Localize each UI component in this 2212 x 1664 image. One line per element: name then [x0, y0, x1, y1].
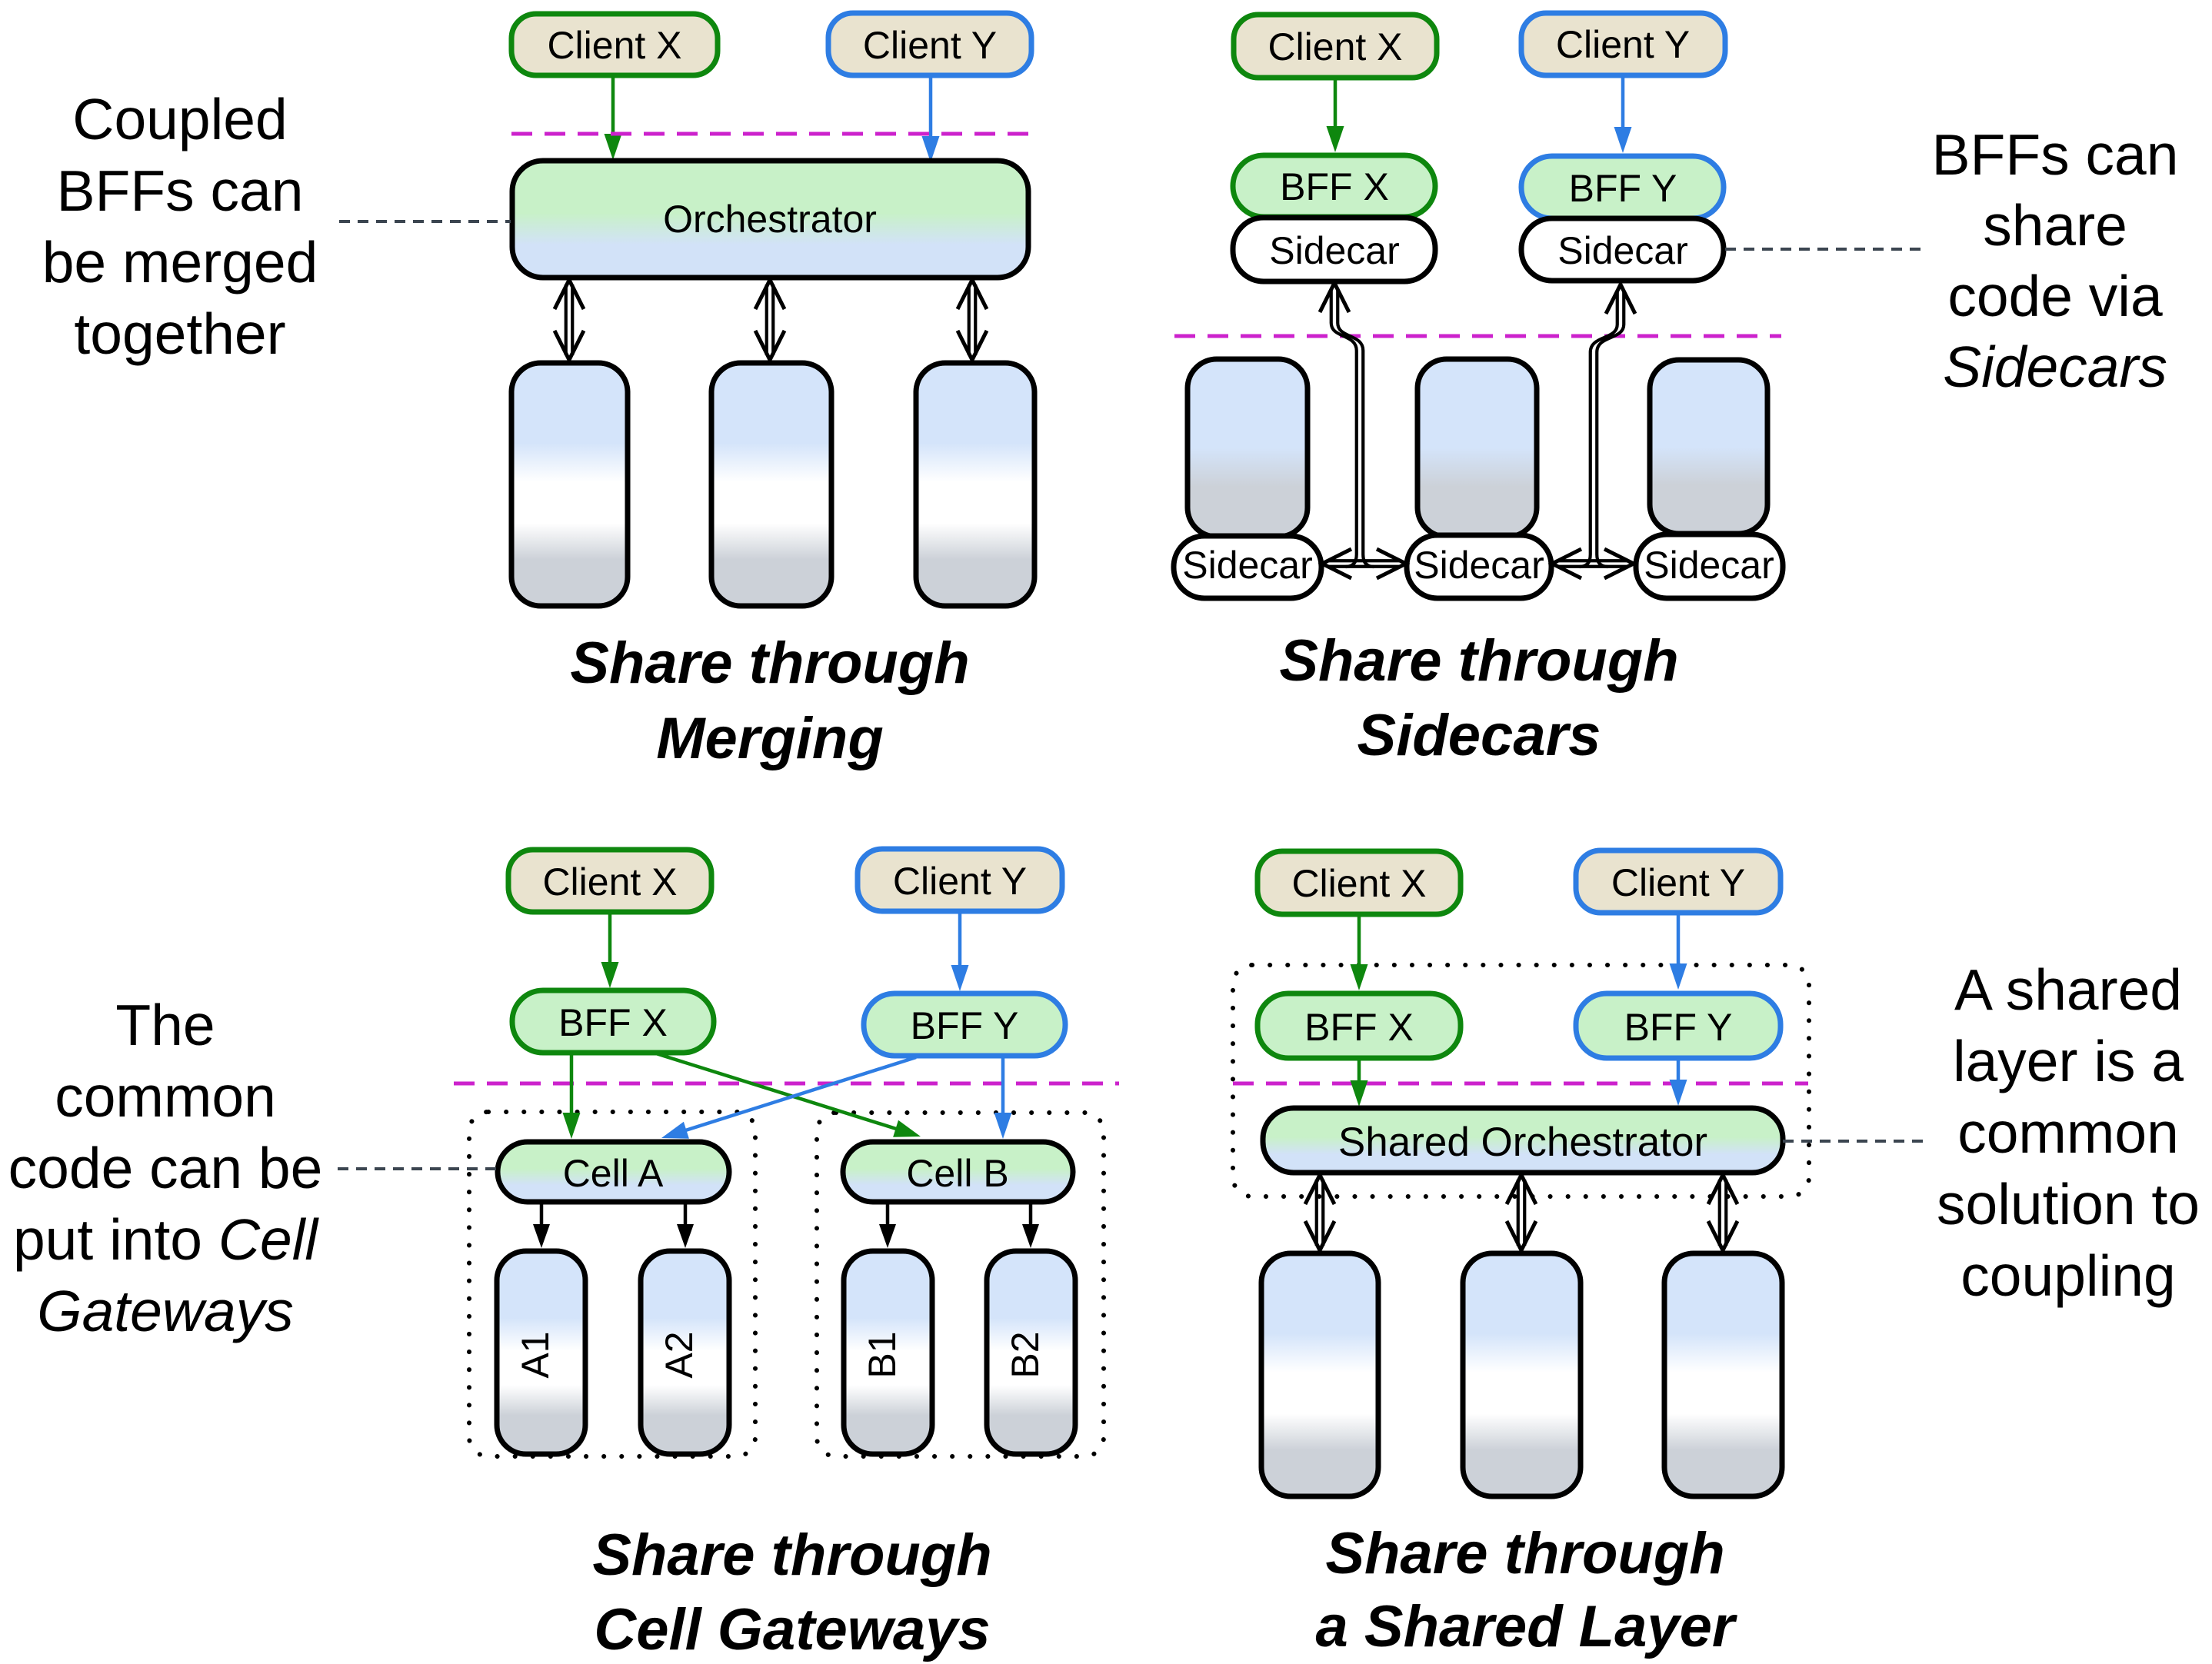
- svg-text:Sidecars: Sidecars: [1943, 334, 2167, 399]
- svg-text:BFF X: BFF X: [1304, 1006, 1414, 1049]
- svg-text:Coupled: Coupled: [72, 87, 287, 151]
- svg-text:Client Y: Client Y: [1611, 861, 1745, 904]
- svg-text:Sidecar: Sidecar: [1557, 229, 1688, 272]
- svg-text:common: common: [1957, 1100, 2179, 1165]
- svg-text:Cell A: Cell A: [563, 1152, 664, 1195]
- svg-text:Share through: Share through: [1279, 628, 1678, 694]
- svg-text:BFF Y: BFF Y: [911, 1004, 1019, 1047]
- svg-text:put into Cell: put into Cell: [13, 1207, 319, 1272]
- svg-text:Client X: Client X: [1268, 25, 1402, 68]
- svg-text:Share through: Share through: [1325, 1521, 1724, 1586]
- svg-text:Merging: Merging: [656, 706, 884, 771]
- svg-text:Cell Gateways: Cell Gateways: [594, 1597, 990, 1662]
- svg-text:BFF X: BFF X: [558, 1001, 668, 1044]
- svg-text:be merged: be merged: [42, 230, 318, 295]
- svg-text:coupling: coupling: [1960, 1243, 2175, 1308]
- svg-text:B1: B1: [861, 1331, 904, 1378]
- svg-text:B2: B2: [1004, 1331, 1047, 1378]
- svg-text:layer is a: layer is a: [1953, 1029, 2184, 1093]
- svg-text:Sidecar: Sidecar: [1414, 544, 1544, 587]
- svg-text:Sidecar: Sidecar: [1644, 544, 1774, 587]
- svg-text:a Shared Layer: a Shared Layer: [1316, 1594, 1738, 1659]
- svg-text:Cell B: Cell B: [906, 1152, 1008, 1195]
- svg-text:Client Y: Client Y: [1556, 23, 1690, 66]
- svg-text:BFF Y: BFF Y: [1569, 167, 1677, 210]
- svg-text:A shared: A shared: [1954, 957, 2182, 1022]
- svg-text:The: The: [115, 993, 215, 1057]
- svg-text:Client X: Client X: [1291, 862, 1426, 905]
- svg-text:Orchestrator: Orchestrator: [663, 198, 877, 241]
- svg-text:Sidecar: Sidecar: [1182, 544, 1313, 587]
- svg-text:Sidecars: Sidecars: [1358, 703, 1601, 768]
- svg-text:solution to: solution to: [1937, 1172, 2200, 1236]
- svg-text:BFFs can: BFFs can: [1932, 122, 2179, 187]
- svg-text:Gateways: Gateways: [37, 1279, 293, 1343]
- svg-text:A1: A1: [514, 1331, 557, 1378]
- svg-text:Client X: Client X: [542, 860, 677, 904]
- svg-text:common: common: [55, 1064, 276, 1129]
- svg-text:code can be: code can be: [8, 1136, 323, 1200]
- svg-text:Share through: Share through: [592, 1523, 991, 1588]
- svg-text:BFF X: BFF X: [1280, 165, 1389, 208]
- svg-text:together: together: [74, 301, 285, 366]
- svg-text:Share through: Share through: [570, 631, 969, 696]
- svg-text:code via: code via: [1947, 264, 2163, 328]
- svg-text:BFF Y: BFF Y: [1624, 1006, 1733, 1049]
- svg-text:share: share: [1983, 193, 2127, 258]
- svg-text:Shared Orchestrator: Shared Orchestrator: [1338, 1120, 1707, 1165]
- svg-text:BFFs can: BFFs can: [57, 158, 304, 223]
- svg-text:A2: A2: [658, 1331, 701, 1378]
- svg-text:Client Y: Client Y: [893, 860, 1027, 903]
- svg-text:Client X: Client X: [547, 24, 681, 67]
- svg-text:Sidecar: Sidecar: [1269, 229, 1400, 272]
- svg-text:Client Y: Client Y: [863, 24, 997, 67]
